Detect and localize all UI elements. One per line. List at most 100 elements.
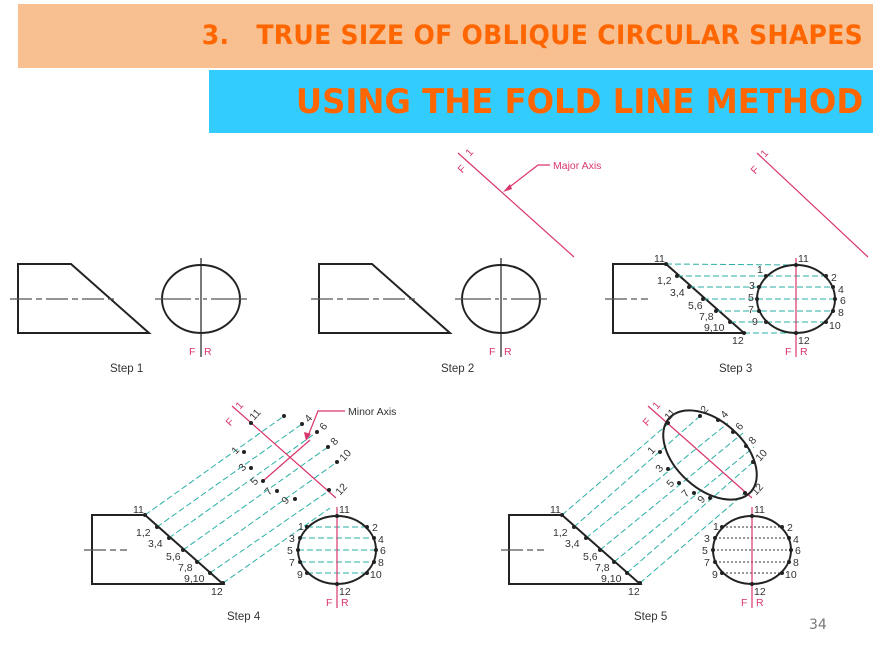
svg-text:12: 12 (339, 586, 351, 598)
svg-text:9,10: 9,10 (601, 573, 622, 585)
svg-text:12: 12 (628, 586, 640, 598)
svg-text:7: 7 (289, 557, 295, 569)
svg-text:12: 12 (754, 586, 766, 598)
svg-text:11: 11 (133, 504, 144, 516)
step-4: F 1 Minor Axis 11 4 6 8 10 12 1 3 5 7 9 (84, 399, 396, 623)
svg-text:1,2: 1,2 (136, 527, 151, 539)
svg-text:3: 3 (289, 533, 295, 545)
svg-text:8: 8 (793, 557, 799, 569)
svg-text:12: 12 (211, 586, 223, 598)
page-number: 34 (809, 617, 827, 633)
svg-text:F: F (326, 597, 332, 609)
svg-text:8: 8 (746, 434, 759, 446)
svg-text:12: 12 (732, 335, 744, 347)
svg-text:12: 12 (749, 481, 766, 498)
svg-text:11: 11 (550, 504, 561, 516)
slide-subtitle: USING THE FOLD LINE METHOD (295, 82, 863, 122)
svg-text:9,10: 9,10 (184, 573, 205, 585)
svg-text:12: 12 (333, 481, 350, 498)
svg-text:F: F (456, 163, 469, 176)
svg-text:3: 3 (749, 280, 755, 292)
svg-text:1: 1 (757, 264, 763, 276)
svg-text:5: 5 (702, 545, 708, 557)
svg-text:9: 9 (752, 316, 758, 328)
svg-text:1,2: 1,2 (657, 275, 672, 287)
slide-title: 3. TRUE SIZE OF OBLIQUE CIRCULAR SHAPES (201, 20, 863, 51)
svg-text:11: 11 (754, 504, 765, 516)
svg-text:1,2: 1,2 (553, 527, 568, 539)
svg-text:F: F (224, 416, 237, 429)
svg-text:F: F (641, 416, 654, 429)
svg-text:4: 4 (793, 534, 799, 546)
svg-text:6: 6 (380, 545, 386, 557)
svg-text:7: 7 (679, 487, 692, 499)
svg-text:10: 10 (829, 320, 841, 332)
svg-text:1: 1 (233, 399, 246, 411)
svg-text:5: 5 (748, 292, 754, 304)
svg-text:6: 6 (317, 420, 330, 432)
svg-text:4: 4 (838, 284, 844, 296)
title-band: 3. TRUE SIZE OF OBLIQUE CIRCULAR SHAPES (18, 4, 873, 68)
svg-text:1: 1 (298, 521, 304, 533)
svg-text:10: 10 (370, 569, 382, 581)
svg-text:7: 7 (748, 304, 754, 316)
step-2: F R F 1 Major Axis Step 2 (311, 146, 601, 375)
step-5: F 1 11 2 4 6 8 10 12 1 3 5 7 9 11 1,2 3,… (501, 399, 801, 623)
svg-text:7: 7 (262, 485, 275, 497)
svg-text:8: 8 (378, 557, 384, 569)
svg-text:11: 11 (339, 504, 350, 516)
step-3: 11 1,2 3,4 5,6 7,8 9,10 12 11 12 1 3 5 7… (605, 147, 869, 375)
svg-text:R: R (800, 346, 808, 358)
svg-text:1: 1 (758, 147, 771, 159)
svg-text:12: 12 (798, 335, 810, 347)
step-1-caption: Step 1 (110, 363, 143, 375)
svg-text:7: 7 (704, 557, 710, 569)
svg-text:2: 2 (831, 272, 837, 284)
svg-text:10: 10 (753, 447, 770, 464)
svg-text:5: 5 (287, 545, 293, 557)
svg-text:3,4: 3,4 (565, 538, 580, 550)
step-5-caption: Step 5 (634, 611, 667, 623)
svg-text:R: R (756, 597, 764, 609)
svg-text:1: 1 (229, 444, 242, 456)
svg-text:11: 11 (798, 253, 809, 265)
svg-text:1: 1 (463, 146, 476, 158)
step-1: F R Step 1 (10, 258, 248, 375)
svg-text:7,8: 7,8 (699, 311, 714, 323)
svg-text:F: F (749, 164, 762, 177)
svg-text:1: 1 (713, 521, 719, 533)
svg-text:5: 5 (248, 475, 261, 487)
svg-text:5,6: 5,6 (583, 551, 598, 563)
svg-text:R: R (341, 597, 349, 609)
svg-text:2: 2 (787, 522, 793, 534)
svg-text:11: 11 (247, 407, 263, 423)
svg-text:9: 9 (297, 569, 303, 581)
svg-text:3,4: 3,4 (148, 538, 163, 550)
step-3-caption: Step 3 (719, 363, 752, 375)
svg-text:6: 6 (840, 295, 846, 307)
svg-text:F: F (785, 346, 791, 358)
step-2-caption: Step 2 (441, 363, 474, 375)
minor-axis-callout: Minor Axis (348, 406, 396, 418)
svg-text:4: 4 (718, 408, 731, 420)
svg-text:R: R (204, 346, 212, 358)
subtitle-band: USING THE FOLD LINE METHOD (209, 70, 873, 133)
svg-text:4: 4 (378, 534, 384, 546)
svg-text:3: 3 (653, 462, 666, 474)
svg-text:F: F (741, 597, 747, 609)
svg-text:8: 8 (328, 435, 341, 447)
svg-text:F: F (189, 346, 195, 358)
step-4-caption: Step 4 (227, 611, 261, 623)
svg-text:7,8: 7,8 (178, 562, 193, 574)
svg-text:8: 8 (838, 307, 844, 319)
svg-text:9: 9 (695, 493, 708, 505)
svg-text:11: 11 (654, 253, 665, 265)
svg-text:7,8: 7,8 (595, 562, 610, 574)
svg-text:3,4: 3,4 (670, 287, 685, 299)
svg-text:3: 3 (704, 533, 710, 545)
svg-text:2: 2 (372, 522, 378, 534)
svg-text:5,6: 5,6 (166, 551, 181, 563)
svg-text:5: 5 (664, 477, 677, 489)
svg-text:9: 9 (279, 494, 292, 506)
